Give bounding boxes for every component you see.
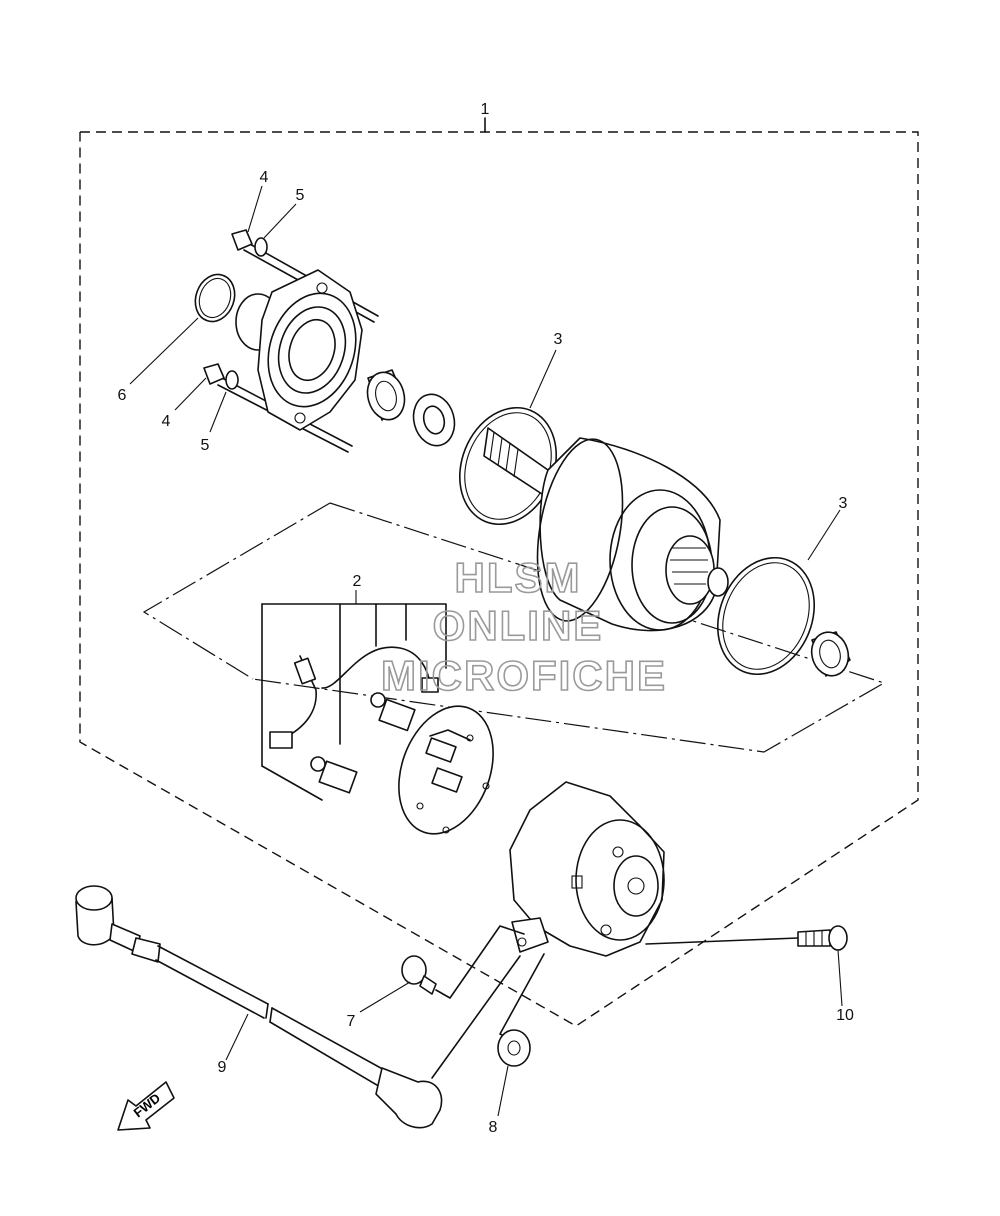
o-ring-part-6	[194, 273, 236, 323]
rear-cover	[509, 781, 665, 957]
needle-bearing-front	[366, 369, 406, 421]
starter-cable-part-9	[75, 885, 521, 1129]
watermark-line-1: HLSM	[455, 554, 582, 601]
o-ring-part-3-rear	[716, 556, 816, 676]
rear-bushing	[810, 631, 851, 677]
terminal-nut-part-7	[401, 925, 525, 999]
callout-7: 7	[347, 1013, 356, 1030]
callout-3-rear: 3	[839, 495, 848, 512]
through-bolt-lower	[203, 363, 353, 453]
watermark: HLSM ONLINE MICROFICHE	[380, 553, 667, 700]
callout-2: 2	[353, 573, 362, 590]
watermark-line-3: MICROFICHE	[381, 652, 667, 699]
callout-3-front: 3	[554, 331, 563, 348]
callout-1: 1	[481, 101, 490, 118]
callout-9: 9	[218, 1059, 227, 1076]
brush-assembly-part-2	[261, 603, 494, 835]
callout-6: 6	[118, 387, 127, 404]
bolt-part-10	[645, 925, 848, 951]
fwd-arrow-icon: FWD	[117, 1081, 175, 1131]
callout-8: 8	[489, 1119, 498, 1136]
motor-yoke	[483, 427, 729, 632]
oil-seal	[412, 393, 456, 447]
callout-10: 10	[836, 1007, 854, 1024]
assembly-boundary-dashed	[79, 117, 919, 1027]
callout-5-upper: 5	[296, 187, 305, 204]
callout-labels: 1 4 5 6 4 5 3 3 2 7 9 8 10	[118, 101, 854, 1136]
front-cover	[235, 269, 363, 431]
callout-5-lower: 5	[201, 437, 210, 454]
callout-4-upper: 4	[260, 169, 269, 186]
callout-4-lower: 4	[162, 413, 171, 430]
watermark-line-2: ONLINE	[433, 602, 604, 649]
nut-part-8	[497, 953, 545, 1067]
leader-lines	[129, 185, 843, 1117]
